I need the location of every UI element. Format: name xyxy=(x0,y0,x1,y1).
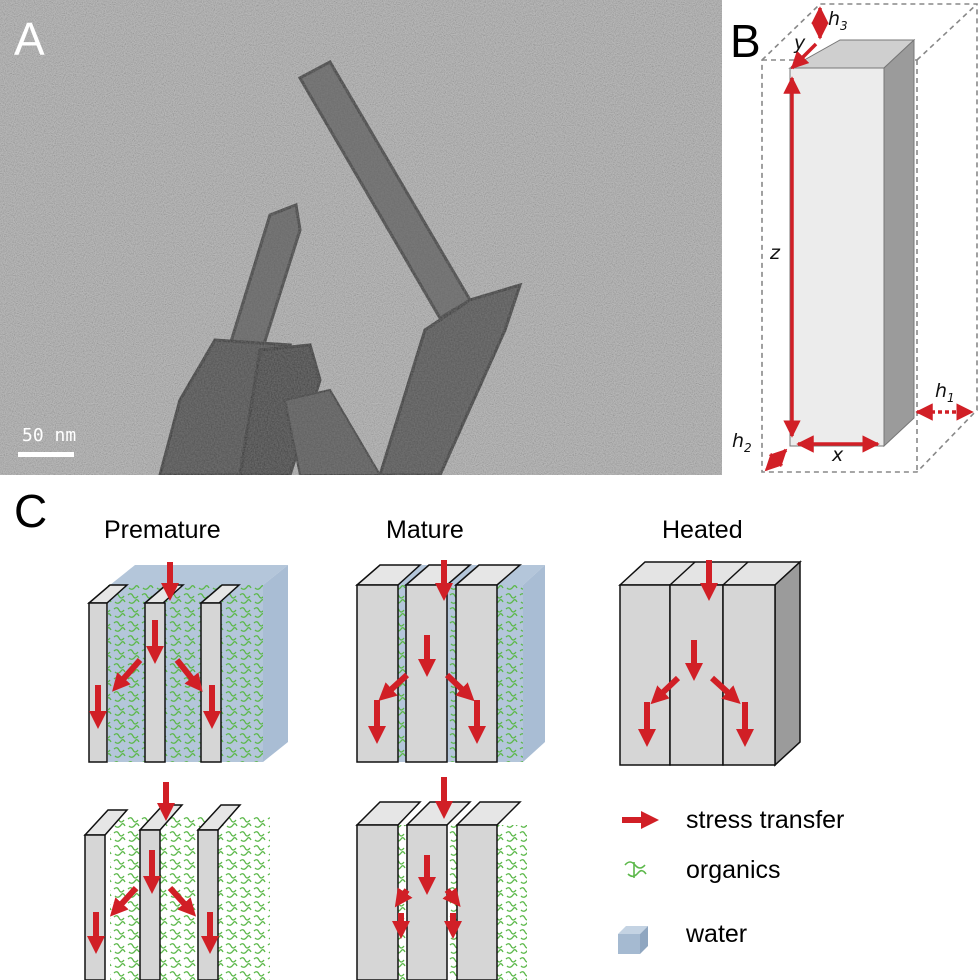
column-title-mature: Mature xyxy=(386,516,464,544)
scale-bar-label: 50 nm xyxy=(22,425,77,446)
scale-bar xyxy=(18,452,74,457)
h1-label: h1 xyxy=(935,380,955,405)
panel-label-c: C xyxy=(14,485,48,537)
h3-label: h3 xyxy=(828,8,848,33)
legend-organics-icon xyxy=(624,861,647,878)
tem-image xyxy=(0,0,722,475)
panel-label-a: A xyxy=(14,13,45,65)
legend-water-icon xyxy=(618,926,648,954)
legend-stress-label: stress transfer xyxy=(686,806,845,834)
stress-transfer-schematics: C Premature Mature Heated xyxy=(0,480,980,980)
z-label: z xyxy=(770,242,780,264)
legend-water-label: water xyxy=(686,920,748,948)
heated-schematic xyxy=(618,560,802,767)
h2-arrow xyxy=(764,448,788,472)
legend xyxy=(618,811,659,954)
tem-micrograph-panel: A 50 nm xyxy=(0,0,722,475)
legend-organics-label: organics xyxy=(686,856,781,884)
premature-top-schematic xyxy=(86,565,288,763)
panel-label-b: B xyxy=(730,15,761,67)
h2-label: h2 xyxy=(732,430,752,455)
y-label: y xyxy=(794,32,806,54)
stress-transfer-arrows xyxy=(87,560,754,954)
block-side xyxy=(883,38,915,448)
mature-top-schematic xyxy=(354,564,545,763)
y-dimension-arrow xyxy=(790,42,818,70)
crystal-dimension-diagram: B h3 y z h1 h2 x xyxy=(722,0,980,490)
column-title-premature: Premature xyxy=(104,516,221,544)
x-label: x xyxy=(832,444,844,466)
crystal-rods xyxy=(158,59,523,475)
mature-bottom-schematic xyxy=(355,801,527,980)
block-front xyxy=(789,67,885,447)
column-title-heated: Heated xyxy=(662,516,743,544)
